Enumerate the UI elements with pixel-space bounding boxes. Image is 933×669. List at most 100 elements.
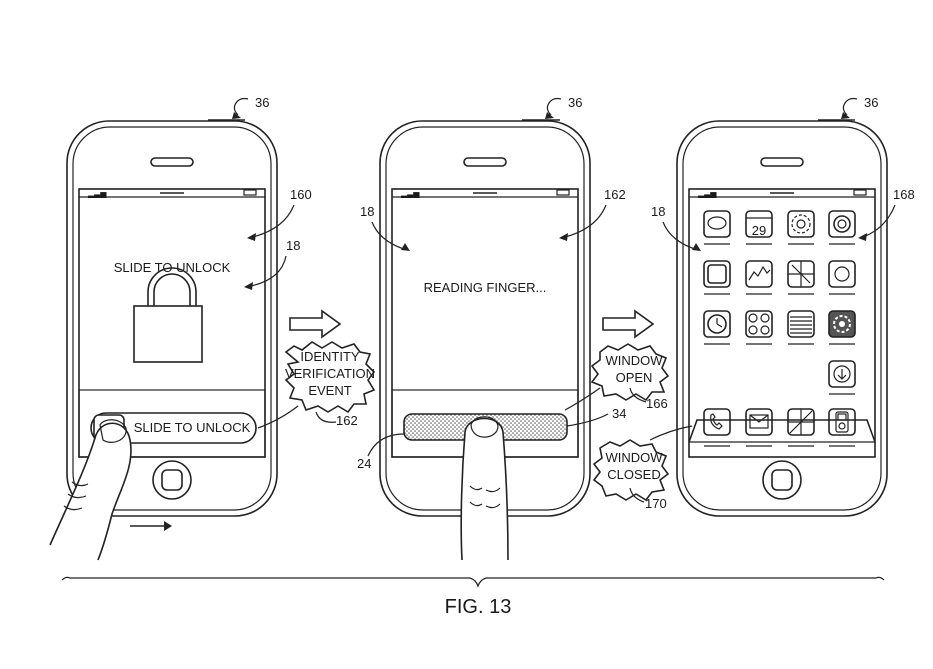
- sunflower-center: [796, 219, 806, 229]
- event-line-1: IDENTITY: [300, 349, 360, 364]
- gear-icon: [833, 315, 851, 333]
- window-closed-ref-170: 170: [645, 496, 667, 511]
- event-line-2: VERIFICATION: [285, 366, 375, 381]
- phone-1-ref-18-arrowhead: [244, 282, 253, 290]
- weather-app-icon[interactable]: [828, 260, 856, 288]
- window-closed-line-1: WINDOW: [605, 450, 663, 465]
- photos-app-icon[interactable]: [787, 210, 815, 238]
- phone-1-signal-icon: ▂▃▅: [87, 189, 107, 198]
- calculator-app-icon[interactable]: [745, 310, 773, 338]
- phone-app-icon[interactable]: [703, 408, 731, 436]
- app-row-4: [828, 360, 856, 395]
- phone-3-ref-36-leader: [842, 97, 858, 116]
- ipod-app-icon[interactable]: [828, 408, 856, 436]
- youtube-app-icon[interactable]: [703, 260, 731, 288]
- phone-1-slider-track: [90, 412, 257, 444]
- calendar-date: 29: [752, 223, 766, 238]
- sun-icon: [834, 266, 850, 282]
- app-row-3: [703, 310, 856, 345]
- download-arrow: [837, 369, 847, 380]
- calc-key-3: [748, 325, 758, 335]
- phone-3-ref-18: 18: [651, 204, 665, 219]
- window-closed-burst: [592, 439, 670, 502]
- window-open-line-1: WINDOW: [605, 353, 663, 368]
- stock-graph-icon: [748, 265, 771, 281]
- clock-face-icon: [707, 314, 727, 334]
- phone-3-ref-36-arrowhead: [841, 112, 850, 119]
- phone-3-ref-18-arrowhead: [692, 243, 701, 251]
- window-closed-line-2: CLOSED: [607, 467, 660, 482]
- clock-hands: [716, 318, 723, 328]
- phone-2-finger: [460, 417, 509, 561]
- phone-1-home-button: [152, 460, 192, 500]
- calc-key-4: [760, 325, 770, 335]
- phone-3-ref-18-leader: [662, 221, 699, 251]
- phone-2-ref-162-arrowhead: [559, 233, 568, 241]
- phone-2-ref-36: 36: [568, 95, 582, 110]
- phone-3-ref-168-arrowhead: [858, 233, 867, 241]
- phone-1-finger: [49, 422, 132, 561]
- phone-1-body: [66, 120, 278, 517]
- notes-app-icon[interactable]: [787, 310, 815, 338]
- window-closed-pointer: [649, 425, 693, 441]
- envelope-icon: [749, 414, 769, 429]
- phone-2-battery-icon: [556, 189, 570, 196]
- phone-1-ref-18-leader: [245, 255, 287, 288]
- transition-arrow-1: [289, 309, 342, 339]
- window-closed-bubble: WINDOW CLOSED 170: [592, 425, 693, 511]
- phone-3-home-button: [762, 460, 802, 500]
- phone-1-ref-18: 18: [286, 238, 300, 253]
- phone-1-ref-36-leader: [233, 97, 249, 116]
- phone-3: ▂▃▅ 29: [651, 95, 915, 517]
- music-player-screen: [837, 413, 847, 421]
- gear-center: [839, 321, 845, 327]
- window-open-line-2: OPEN: [616, 370, 653, 385]
- phone-3-dock: [688, 419, 876, 443]
- messages-app-icon[interactable]: [703, 210, 731, 238]
- phone-2-speaker: [463, 157, 507, 167]
- phone-3-ref-36: 36: [864, 95, 878, 110]
- stocks-app-icon[interactable]: [745, 260, 773, 288]
- music-player-icon: [835, 411, 849, 433]
- event-ref-leader: [315, 411, 337, 423]
- lock-shackle-icon: [147, 267, 197, 307]
- phone-2-ref-34: 34: [612, 406, 626, 421]
- music-player-wheel: [838, 422, 846, 430]
- phone-2-ref-24: 24: [357, 456, 371, 471]
- mail-app-icon[interactable]: [745, 408, 773, 436]
- phone-1-finger-creases: [63, 481, 89, 511]
- calc-key-2: [760, 313, 770, 323]
- calendar-app-icon[interactable]: [745, 210, 773, 238]
- app-row-2: [703, 260, 856, 295]
- phone-3-body: [676, 120, 888, 517]
- envelope-flap: [749, 414, 769, 423]
- download-arrow-icon: [833, 365, 851, 383]
- camera-app-icon[interactable]: [828, 210, 856, 238]
- chat-bubble-icon: [707, 216, 727, 230]
- phone-2-fingernail: [470, 416, 499, 438]
- phone-3-screen: [688, 188, 876, 458]
- notes-lines-icon: [790, 316, 812, 334]
- phone-2-ref-18: 18: [360, 204, 374, 219]
- phone-1-slider-panel: [78, 389, 266, 458]
- phone-2-ref-24-leader: [367, 433, 405, 457]
- event-ref-162: 162: [336, 413, 358, 428]
- window-open-pointer: [564, 387, 601, 411]
- download-app-icon[interactable]: [828, 360, 856, 388]
- figure-bracket: [61, 576, 885, 588]
- phone-1-speaker: [150, 157, 194, 167]
- window-open-ref-leader: [629, 387, 647, 403]
- phone-1-battery-icon: [243, 189, 257, 196]
- window-open-burst: [590, 343, 670, 402]
- window-closed-ref-leader: [629, 487, 645, 503]
- telephone-handset-icon: [710, 413, 723, 430]
- event-line-3: EVENT: [308, 383, 351, 398]
- clock-app-icon[interactable]: [703, 310, 731, 338]
- sunflower-icon: [791, 214, 811, 234]
- camera-lens-icon: [833, 215, 851, 233]
- phone-1-swipe-arrowhead: [164, 521, 172, 531]
- lock-shackle-inner: [153, 273, 191, 307]
- phone-3-bezel: [682, 126, 882, 511]
- compass-icon: [788, 409, 814, 435]
